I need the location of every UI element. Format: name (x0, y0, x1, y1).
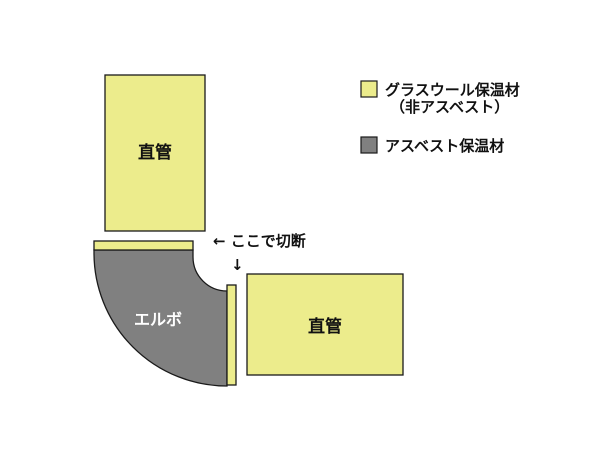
legend-label-glass-wool: グラスウール保温材 (385, 81, 520, 99)
cut-note-text: ← ここで切断 (213, 232, 306, 250)
elbow: エルボ (93, 249, 228, 387)
elbow-label: エルボ (134, 310, 182, 329)
legend-label-glass-wool-note: （非アスベスト） (390, 98, 509, 116)
straight-pipe-right: 直管 (246, 273, 404, 376)
legend: グラスウール保温材 （非アスベスト） アスベスト保温材 (360, 80, 520, 155)
legend-label-asbestos: アスベスト保温材 (385, 137, 504, 155)
straight-pipe-top-label: 直管 (138, 142, 172, 163)
legend-swatch-glass-wool (360, 80, 378, 98)
straight-pipe-top-body (104, 74, 206, 232)
cut-annotation: ← ここで切断 ↓ (213, 232, 306, 274)
elbow-top-insulation-strip (93, 240, 194, 251)
elbow-body (93, 249, 228, 387)
straight-pipe-right-label: 直管 (308, 316, 342, 337)
legend-swatch-asbestos (360, 136, 378, 154)
cut-down-arrow-icon: ↓ (231, 256, 244, 274)
elbow-right-insulation-strip (226, 284, 237, 386)
straight-pipe-top: 直管 (104, 74, 206, 232)
straight-pipe-right-body (246, 273, 404, 376)
